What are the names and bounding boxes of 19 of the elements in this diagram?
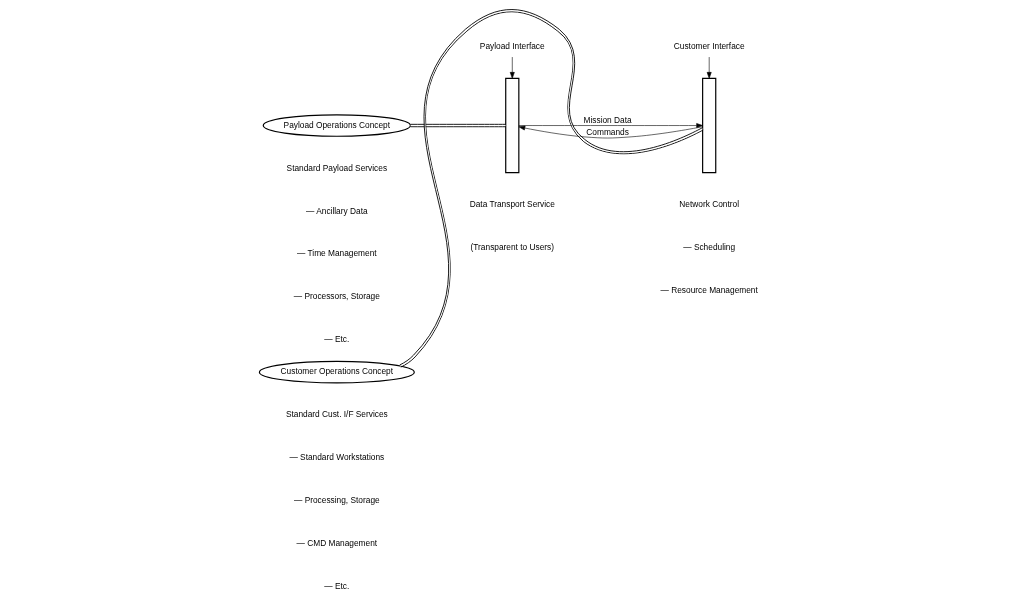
label: — Time Management xyxy=(296,248,377,259)
label: (Transparent to Users) xyxy=(470,241,554,252)
label: Standard Payload Services xyxy=(286,162,387,173)
label: — CMD Management xyxy=(296,537,377,548)
label: — Processing, Storage xyxy=(293,495,380,506)
label: — Standard Workstations xyxy=(288,452,384,463)
edge-label: Mission Data xyxy=(583,115,632,126)
label: Standard Cust. I/F Services xyxy=(285,409,388,420)
label: — Processors, Storage xyxy=(293,291,380,302)
label: — Resource Management xyxy=(660,284,758,295)
node-text: Payload Interface xyxy=(479,40,545,51)
node-text: Customer Interface xyxy=(673,40,745,51)
label: — Ancillary Data xyxy=(305,205,368,216)
label: Network Control xyxy=(678,198,739,209)
label: Data Transport Service xyxy=(469,198,555,209)
edge-label: Commands xyxy=(585,126,629,137)
label: — Etc. xyxy=(323,580,349,591)
label: — Scheduling xyxy=(682,241,735,252)
label: — Etc. xyxy=(323,334,349,345)
